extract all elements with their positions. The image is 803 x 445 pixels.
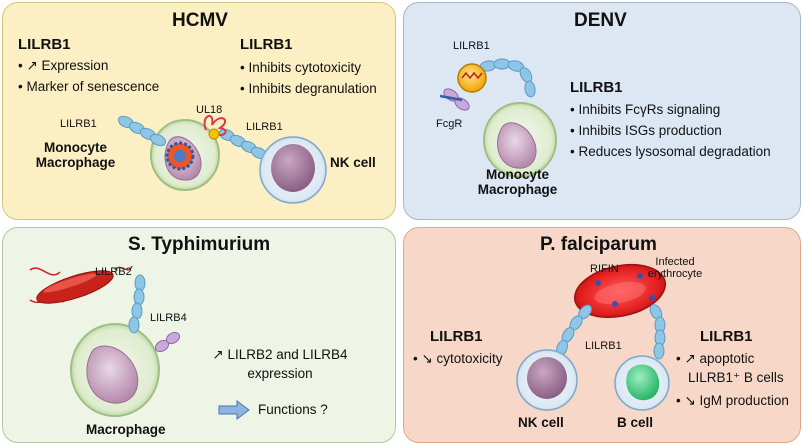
- lilrb4-label: LILRB4: [150, 312, 187, 324]
- hcmv-cell-left-line2: Macrophage: [35, 155, 116, 170]
- pfal-right-header: LILRB1: [700, 328, 753, 345]
- typhimurium-effect: ↗ LILRB2 and LILRB4 expression: [205, 347, 355, 381]
- ul18-label: UL18: [196, 104, 223, 116]
- pfal-nk-label: NK cell: [518, 415, 564, 430]
- hcmv-receptor-left-label: LILRB1: [60, 118, 97, 130]
- denv-bullets: • Inhibits FcγRs signaling • Inhibits IS…: [570, 99, 771, 162]
- hcmv-nk-cell: [259, 136, 327, 204]
- denv-receptor-label: LILRB1: [453, 40, 490, 52]
- denv-cell-line2: Macrophage: [477, 182, 558, 197]
- denv-bullet: • Inhibits FcγRs signaling: [570, 102, 721, 117]
- hcmv-lilrb1-receptor-right: [218, 128, 268, 160]
- hcmv-nk-label: NK cell: [330, 155, 376, 170]
- b-cell: [614, 355, 670, 411]
- hcmv-cell-left-line1: Monocyte: [43, 140, 107, 155]
- hcmv-left-bullet: • ↗ Expression: [18, 58, 109, 73]
- rifin-label: RIFIN: [590, 263, 619, 275]
- denv-header: LILRB1: [570, 79, 623, 96]
- ul18-ligand-icon: [203, 115, 227, 140]
- typhimurium-title: S. Typhimurium: [128, 234, 271, 255]
- fcgr-receptor-icon: [439, 88, 470, 111]
- infected-line2: erythrocyte: [647, 268, 703, 280]
- typhimurium-effect-line2: expression: [247, 366, 313, 381]
- typhimurium-macrophage-cell: [70, 323, 160, 417]
- pfal-right-bullet-2: • ↘ IgM production: [676, 393, 789, 408]
- hcmv-right-bullets: • Inhibits cytotoxicity • Inhibits degra…: [240, 57, 377, 99]
- denv-cell-line1: Monocyte: [485, 167, 549, 182]
- hcmv-monocyte-label: Monocyte Macrophage: [28, 140, 123, 170]
- b-cell-label: B cell: [617, 415, 654, 430]
- bacterium-icon: [29, 265, 133, 304]
- fcgr-label: FcgR: [436, 118, 463, 130]
- lilrb2-label: LILRB2: [95, 266, 132, 278]
- pfal-left-header: LILRB1: [430, 328, 483, 345]
- pfal-right-bullet-1b: LILRB1⁺ B cells: [688, 370, 784, 385]
- lilrb2-receptor: [128, 274, 146, 334]
- typhimurium-macrophage-label: Macrophage: [86, 422, 166, 437]
- infected-erythrocyte-label: Infected erythrocyte: [640, 256, 710, 280]
- lilrb4-receptor: [154, 331, 181, 353]
- hcmv-receptor-right-label: LILRB1: [246, 121, 283, 133]
- hcmv-right-bullet: • Inhibits cytotoxicity: [240, 60, 362, 75]
- pfal-receptor-label: LILRB1: [585, 340, 622, 352]
- hcmv-left-bullets: • ↗ Expression • Marker of senescence: [18, 55, 159, 97]
- falciparum-panel: [403, 227, 801, 443]
- denv-title: DENV: [574, 10, 627, 31]
- pfal-right-bullet-1: • ↗ apoptotic: [676, 351, 755, 366]
- infected-line1: Infected: [655, 256, 695, 268]
- denv-bullet: • Reduces lysosomal degradation: [570, 144, 771, 159]
- hcmv-virus-icon: [165, 141, 195, 171]
- pfal-lilrb1-receptor-right: [649, 304, 666, 360]
- hcmv-left-header: LILRB1: [18, 36, 71, 53]
- pfal-nk-cell: [516, 349, 578, 411]
- hcmv-left-bullet: • Marker of senescence: [18, 79, 160, 94]
- denv-monocyte-label: Monocyte Macrophage: [460, 167, 575, 197]
- denv-panel: [403, 2, 801, 220]
- hcmv-right-bullet: • Inhibits degranulation: [240, 81, 377, 96]
- denv-virus-icon: [457, 63, 487, 93]
- falciparum-title: P. falciparum: [540, 234, 657, 255]
- denv-monocyte-cell: [483, 102, 557, 178]
- functions-arrow-icon: [218, 400, 250, 420]
- functions-label: Functions ?: [258, 402, 328, 417]
- pfal-left-bullet: • ↘ cytotoxicity: [413, 351, 503, 366]
- typhimurium-panel: [2, 227, 396, 443]
- typhimurium-effect-line1: ↗ LILRB2 and LILRB4: [212, 347, 348, 362]
- denv-bullet: • Inhibits ISGs production: [570, 123, 722, 138]
- infected-erythrocyte-icon: [573, 263, 667, 319]
- hcmv-right-header: LILRB1: [240, 36, 293, 53]
- denv-lilrb1-receptor: [479, 58, 536, 98]
- hcmv-title: HCMV: [172, 10, 228, 31]
- hcmv-lilrb1-receptor-left: [117, 115, 167, 147]
